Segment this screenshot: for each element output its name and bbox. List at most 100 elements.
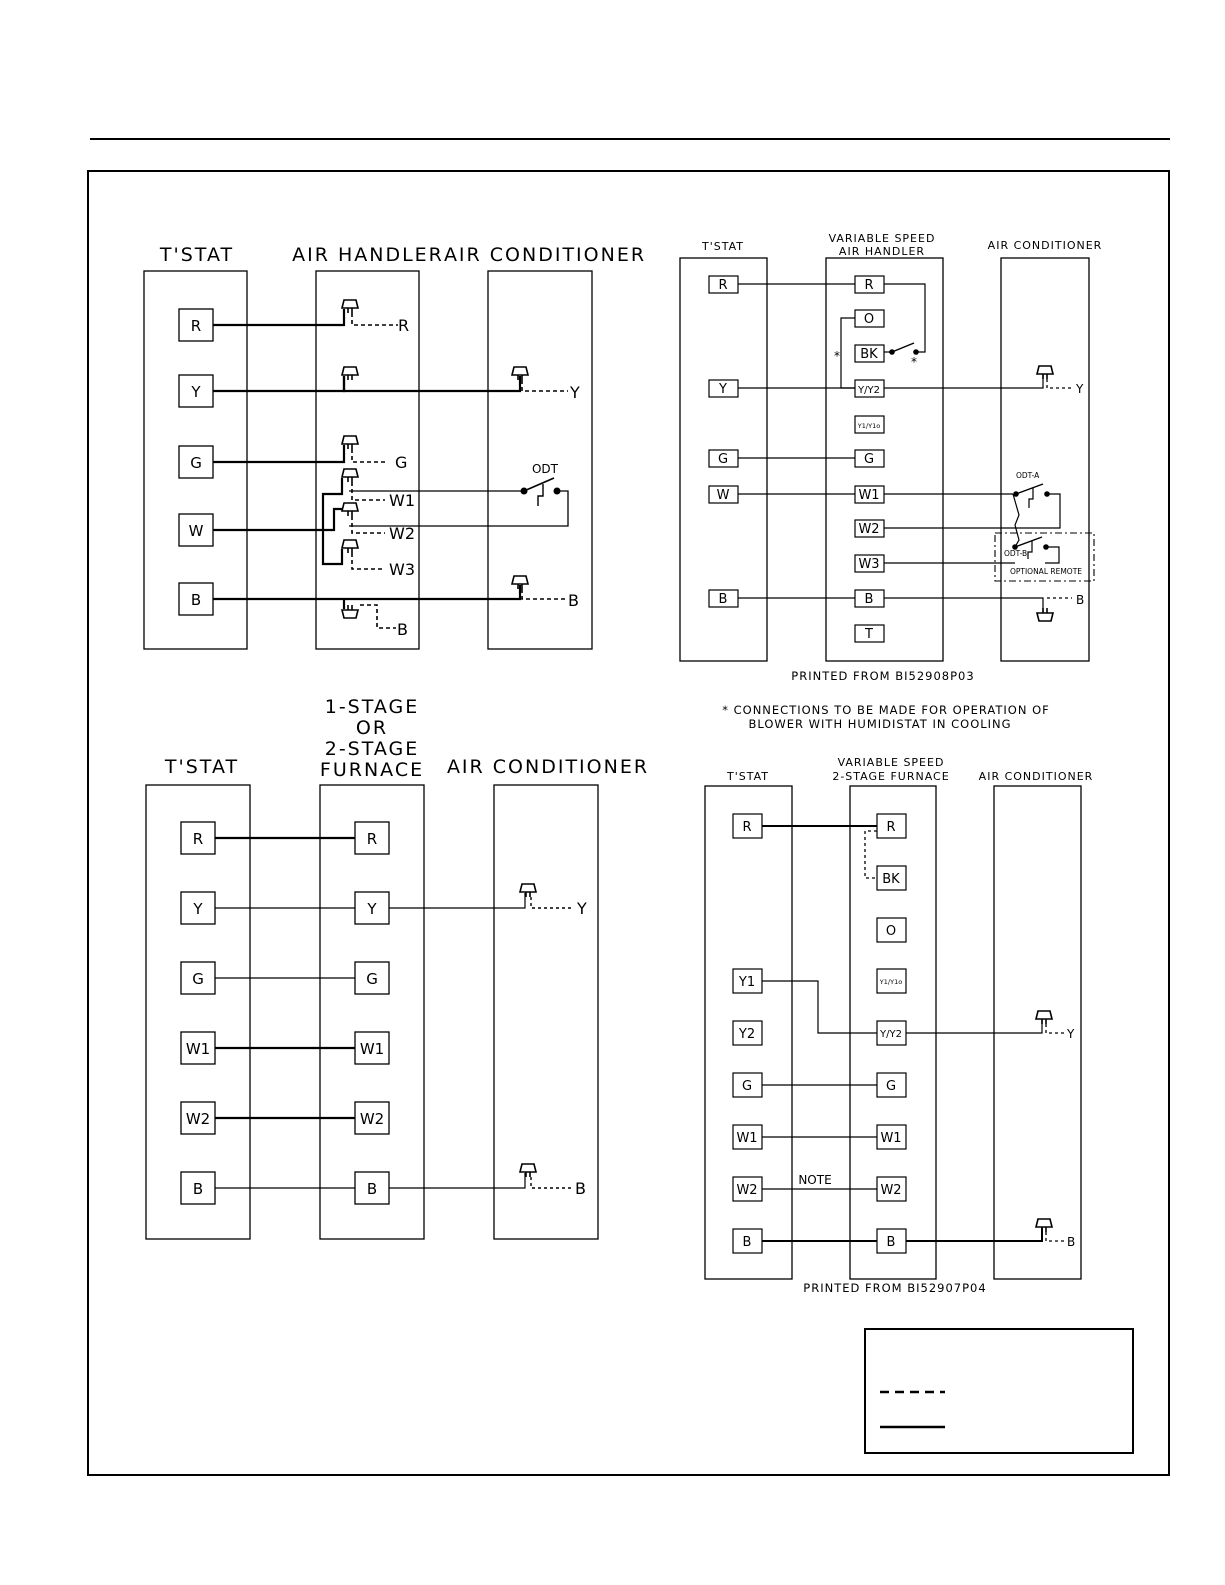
- d2-handler-terminal-r: R: [854, 275, 885, 294]
- d2-terminal-g: G: [708, 449, 739, 468]
- d3-furnace-terminal-w2: W2: [354, 1101, 390, 1135]
- d4-terminal-g: G: [732, 1072, 763, 1098]
- d3-furnace-terminal-w1: W1: [354, 1031, 390, 1065]
- d1-tstat-header: T'STAT: [159, 244, 234, 266]
- svg-text:G: G: [192, 970, 204, 988]
- d4-plug-y: [1035, 1010, 1053, 1025]
- diagram-3: T'STAT 1-STAGE OR 2-STAGE FURNACE AIR CO…: [145, 696, 647, 1240]
- d4-printed-from: PRINTED FROM BI52907P04: [803, 1281, 986, 1295]
- d2-odt-b-label: ODT-B: [1004, 549, 1027, 558]
- d1-handler-label-w3: W3: [389, 560, 415, 579]
- d2-footnote-line1: * CONNECTIONS TO BE MADE FOR OPERATION O…: [722, 703, 1050, 717]
- d4-furnace-terminal-g: G: [876, 1072, 907, 1098]
- d2-plug-b: [1036, 607, 1054, 622]
- svg-text:G: G: [886, 1079, 896, 1094]
- svg-text:G: G: [366, 970, 378, 988]
- d4-wiring: [762, 825, 1043, 1242]
- d2-plug-y: [1036, 365, 1054, 380]
- svg-text:R: R: [193, 830, 203, 848]
- d2-star-switch: *: [911, 355, 917, 369]
- svg-text:W1: W1: [858, 488, 879, 503]
- svg-text:W2: W2: [186, 1110, 210, 1128]
- d2-handler-terminal-b: B: [854, 589, 885, 608]
- svg-text:R: R: [864, 278, 873, 293]
- d2-footnote-line2: BLOWER WITH HUMIDISTAT IN COOLING: [748, 717, 1011, 731]
- wire-legend: [864, 1328, 1134, 1454]
- d4-ac-label-y: Y: [1066, 1027, 1075, 1041]
- svg-text:W2: W2: [736, 1183, 757, 1198]
- d2-factory-wiring: [1046, 379, 1072, 599]
- svg-text:T: T: [864, 627, 873, 642]
- diagram-4: T'STAT VARIABLE SPEED 2-STAGE FURNACE AI…: [704, 756, 1092, 1295]
- d1-field-wiring: [213, 309, 522, 609]
- d1-terminal-w: W: [178, 513, 214, 547]
- d3-furnace-header-line1: 1-STAGE: [325, 696, 420, 718]
- d3-furnace-header-line2: OR: [356, 717, 388, 739]
- d1-ac-label-b: B: [568, 591, 579, 610]
- svg-text:R: R: [886, 820, 895, 835]
- d3-furnace-header-line3: 2-STAGE: [325, 738, 420, 760]
- d2-handler-terminal-g: G: [854, 449, 885, 468]
- d3-furnace-terminal-y: Y: [354, 891, 390, 925]
- svg-text:G: G: [190, 454, 202, 472]
- d2-ac-label-y: Y: [1075, 382, 1084, 396]
- d2-handler-header-line2: AIR HANDLER: [839, 245, 925, 258]
- d4-terminal-y1: Y1: [732, 968, 763, 994]
- svg-text:W3: W3: [858, 557, 879, 572]
- svg-text:BK: BK: [860, 347, 878, 362]
- svg-text:Y1/Y1o: Y1/Y1o: [879, 978, 902, 986]
- svg-text:W1: W1: [186, 1040, 210, 1058]
- d3-tstat-panel: [145, 784, 251, 1240]
- d4-furnace-terminal-r: R: [876, 813, 907, 839]
- diagram-2: T'STAT VARIABLE SPEED AIR HANDLER AIR CO…: [679, 232, 1101, 731]
- svg-text:W: W: [717, 488, 730, 503]
- svg-text:Y/Y2: Y/Y2: [879, 1029, 902, 1040]
- d1-ac-label-y: Y: [569, 383, 580, 402]
- d2-handler-header-line1: VARIABLE SPEED: [829, 232, 936, 245]
- d3-ac-label-y: Y: [576, 899, 587, 918]
- d1-handler-label-w1: W1: [389, 491, 415, 510]
- d4-furnace-terminal-y1-y1o: Y1/Y1o: [876, 968, 907, 994]
- d2-terminal-w: W: [708, 485, 739, 504]
- d3-terminal-w2: W2: [180, 1101, 216, 1135]
- svg-text:G: G: [742, 1079, 752, 1094]
- d4-terminal-r: R: [732, 813, 763, 839]
- d2-optional-remote-box: [994, 532, 1095, 582]
- d2-odt-a-switch: ODT-A: [1013, 471, 1050, 508]
- d1-handler-label-g: G: [395, 453, 407, 472]
- d3-furnace-terminal-r: R: [354, 821, 390, 855]
- d2-handler-terminal-w1: W1: [854, 485, 885, 504]
- d3-terminal-y: Y: [180, 891, 216, 925]
- svg-text:BK: BK: [882, 872, 900, 887]
- d3-furnace-header-line4: FURNACE: [320, 759, 424, 781]
- d4-plug-b: [1035, 1218, 1053, 1233]
- svg-text:G: G: [864, 452, 874, 467]
- d4-furnace-terminal-o: O: [876, 917, 907, 943]
- svg-text:B: B: [743, 1235, 752, 1250]
- d4-ac-label-b: B: [1067, 1235, 1075, 1249]
- d4-furnace-terminal-b: B: [876, 1228, 907, 1254]
- svg-text:W2: W2: [858, 522, 879, 537]
- d2-terminal-y: Y: [708, 379, 739, 398]
- svg-text:W1: W1: [360, 1040, 384, 1058]
- d2-handler-panel: [825, 257, 944, 662]
- d4-factory-wiring: [864, 830, 1065, 1242]
- svg-text:R: R: [191, 317, 201, 335]
- svg-text:Y: Y: [366, 900, 377, 918]
- d2-handler-terminal-w2: W2: [854, 519, 885, 538]
- d2-ac-label-b: B: [1076, 593, 1084, 607]
- d1-terminal-g: G: [178, 445, 214, 479]
- d3-plug-y: [519, 883, 537, 898]
- d2-wiring: [738, 283, 1061, 612]
- d2-handler-terminal-bk: BK: [854, 344, 885, 363]
- d1-handler-label-r: R: [398, 316, 409, 335]
- d3-wiring: [215, 836, 526, 1189]
- d1-odt-wiring: [349, 490, 569, 527]
- d4-note-label: NOTE: [798, 1173, 831, 1187]
- d1-tstat-panel: [143, 270, 248, 650]
- svg-text:Y/Y2: Y/Y2: [857, 385, 880, 396]
- d2-ac-panel: [1000, 257, 1090, 662]
- diagram-1: T'STAT AIR HANDLER AIR CONDITIONER R Y G…: [143, 244, 646, 650]
- d3-furnace-terminal-b: B: [354, 1171, 390, 1205]
- d1-air-conditioner-header: AIR CONDITIONER: [444, 244, 646, 266]
